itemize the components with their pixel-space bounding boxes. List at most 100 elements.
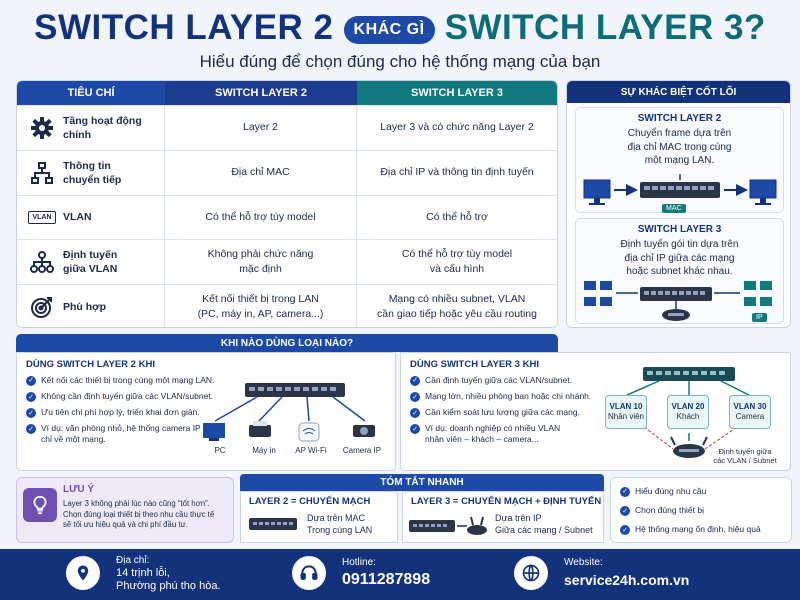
cell-layer3: Địa chỉ IP và thông tin định tuyến [380,166,534,179]
footer: Địa chỉ: 14 trịnh lỗi, Phường phú thọ hò… [0,549,800,600]
list-item: ✓Cần kiểm soát lưu lượng giữa các mạng. [410,407,790,419]
switch-router-icon [409,516,487,535]
layer2-usage-title: DÙNG SWITCH LAYER 2 KHI [26,359,155,370]
device-label: AP Wi-Fi [295,446,327,455]
layer3-diagram [584,281,772,321]
ip-tag: IP [752,313,767,322]
header-layer2: SWITCH LAYER 2 [165,81,357,105]
layer2-diff-title: SWITCH LAYER 2 [637,113,722,124]
router-note: Định tuyến giữa các VLAN / Subnet [713,447,777,465]
device-label: Máy in [252,446,276,455]
check-icon: ✓ [26,424,36,435]
list-item: ✓Hệ thống mạng ổn định, hiệu quả [620,524,791,536]
check-icon: ✓ [410,376,420,386]
layer3-usage-title: DÙNG SWITCH LAYER 3 KHI [410,359,539,370]
cell-layer3: Layer 3 và có chức năng Layer 2 [380,121,534,134]
layer3-usage-diagram [626,367,750,458]
hotline-headset-icon [292,556,326,590]
list-item: ✓Mạng lớn, nhiều phòng ban hoặc chi nhán… [410,391,790,403]
monitor-icon [749,179,777,205]
gear-icon [29,115,55,141]
layer3-diff-title: SWITCH LAYER 3 [637,224,722,235]
check-icon: ✓ [26,408,36,419]
list-item: ✓Hiểu đúng nhu cầu [620,486,791,497]
comparison-table: TIÊU CHÍ SWITCH LAYER 2 SWITCH LAYER 3 T… [16,80,558,328]
note-text: Layer 3 không phải lúc nào cũng “tốt hơn… [63,499,215,530]
title-right: SWITCH LAYER 3? [444,8,766,47]
cell-layer3: Có thể hỗ trợ [426,210,488,223]
checklist-box: ✓Hiểu đúng nhu cầu ✓Chọn đúng thiết bị ✓… [610,477,792,543]
header-layer3: SWITCH LAYER 3 [357,81,557,105]
list-item: ✓Ví dụ: văn phòng nhỏ, hệ thống camera I… [26,423,395,445]
page-subtitle: Hiểu đúng để chọn đúng cho hệ thống mạng… [199,52,601,71]
table-row: Tầng hoạt động chính Layer 2 Layer 3 và … [17,105,557,150]
website-link[interactable]: service24h.com.vn [564,572,690,588]
table-row: VLAN VLAN Có thể hỗ trợ tùy model Có thể… [17,194,557,240]
summary-title: TÓM TẮT NHANH [240,474,604,491]
pc-group-icon [584,281,612,306]
switch-icon [640,287,712,301]
layer2-usage-diagram [203,383,375,442]
table-row: Phù hợp Kết nối thiết bị trong LAN (PC, … [17,284,557,327]
cell-layer2: Không phải chức năng mặc định [165,240,357,285]
layer3-usage-panel: DÙNG SWITCH LAYER 3 KHI ✓Cần định tuyến … [400,352,791,471]
list-item: ✓Ưu tiên chi phí hợp lý, triển khai đơn … [26,407,395,419]
list-item: ✓Không cần định tuyến giữa các VLAN/subn… [26,391,395,403]
check-icon: ✓ [410,424,420,435]
globe-icon [514,556,548,590]
device-label: Camera IP [342,446,382,455]
row-label: Định tuyến giữa VLAN [63,249,118,276]
cell-layer2: Kết nối thiết bị trong LAN (PC, máy in, … [165,285,357,327]
address-label: Địa chỉ: [116,555,150,566]
note-box: LƯU Ý Layer 3 không phải lúc nào cũng “t… [16,477,234,543]
summary-layer3-desc: Dựa trên IP Giữa các mạng / Subnet [495,513,593,535]
lightbulb-icon [23,488,57,522]
layer2-diff-card: SWITCH LAYER 2 Chuyển frame dựa trên địa… [575,107,784,213]
page-title: SWITCH LAYER 2 KHÁC GÌ SWITCH LAYER 3? [0,8,800,48]
cell-layer2: Có thể hỗ trợ tùy model [165,195,357,240]
switch-icon [643,367,735,381]
core-difference-panel: SỰ KHÁC BIỆT CỐT LÕI SWITCH LAYER 2 Chuy… [566,80,791,328]
cell-layer2: Layer 2 [165,106,357,150]
check-icon: ✓ [410,408,420,419]
hotline-value[interactable]: 0911287898 [342,571,431,588]
layer2-diagram [583,174,777,205]
location-pin-icon [66,556,100,590]
core-difference-title: SỰ KHÁC BIỆT CỐT LÕI [567,81,790,103]
list-item: ✓Cần định tuyến giữa các VLAN/subnet. [410,375,790,386]
row-label: Thông tin chuyển tiếp [63,159,122,186]
wifi-ap-icon [298,422,320,442]
summary-layer3-title: LAYER 3 = CHUYỂN MẠCH + ĐỊNH TUYẾN [411,496,602,507]
cell-layer2: Địa chỉ MAC [165,150,357,195]
header-criteria: TIÊU CHÍ [17,81,165,105]
summary-layer2-desc: Dựa trên MAC Trong cùng LAN [307,513,373,535]
check-icon: ✓ [620,506,630,517]
vlan-icon: VLAN [28,204,56,230]
check-icon: ✓ [620,525,630,536]
monitor-icon [583,179,611,205]
table-row: Thông tin chuyển tiếp Địa chỉ MAC Địa ch… [17,149,557,195]
table-header: TIÊU CHÍ SWITCH LAYER 2 SWITCH LAYER 3 [17,81,557,105]
layer2-usage-panel: DÙNG SWITCH LAYER 2 KHI ✓Kết nối các thi… [16,352,396,471]
switch-icon [249,518,297,530]
hotline-label: Hotline: [342,557,376,568]
router-icon [670,436,708,458]
pc-icon [203,423,225,441]
title-pill: KHÁC GÌ [343,16,435,44]
printer-icon [249,421,271,437]
website-label: Website: [564,557,603,568]
router-icon [662,309,690,321]
table-row: Định tuyến giữa VLAN Không phải chức năn… [17,239,557,285]
switch-icon [245,383,345,397]
device-label: PC [214,446,226,455]
layer3-diff-card: SWITCH LAYER 3 Định tuyến gói tin dựa tr… [575,218,784,324]
row-label: Tầng hoạt động chính [63,114,142,141]
check-icon: ✓ [410,392,420,403]
mac-tag: MAC [662,204,686,213]
summary-layer2: LAYER 2 = CHUYỂN MẠCH Dựa trên MAC Trong… [240,491,398,543]
list-item: ✓Ví dụ: doanh nghiệp có nhiều VLAN nhân … [410,423,790,445]
layer3-diff-desc: Định tuyến gói tin dựa trên địa chỉ IP g… [620,239,739,277]
switch-icon [640,182,720,198]
